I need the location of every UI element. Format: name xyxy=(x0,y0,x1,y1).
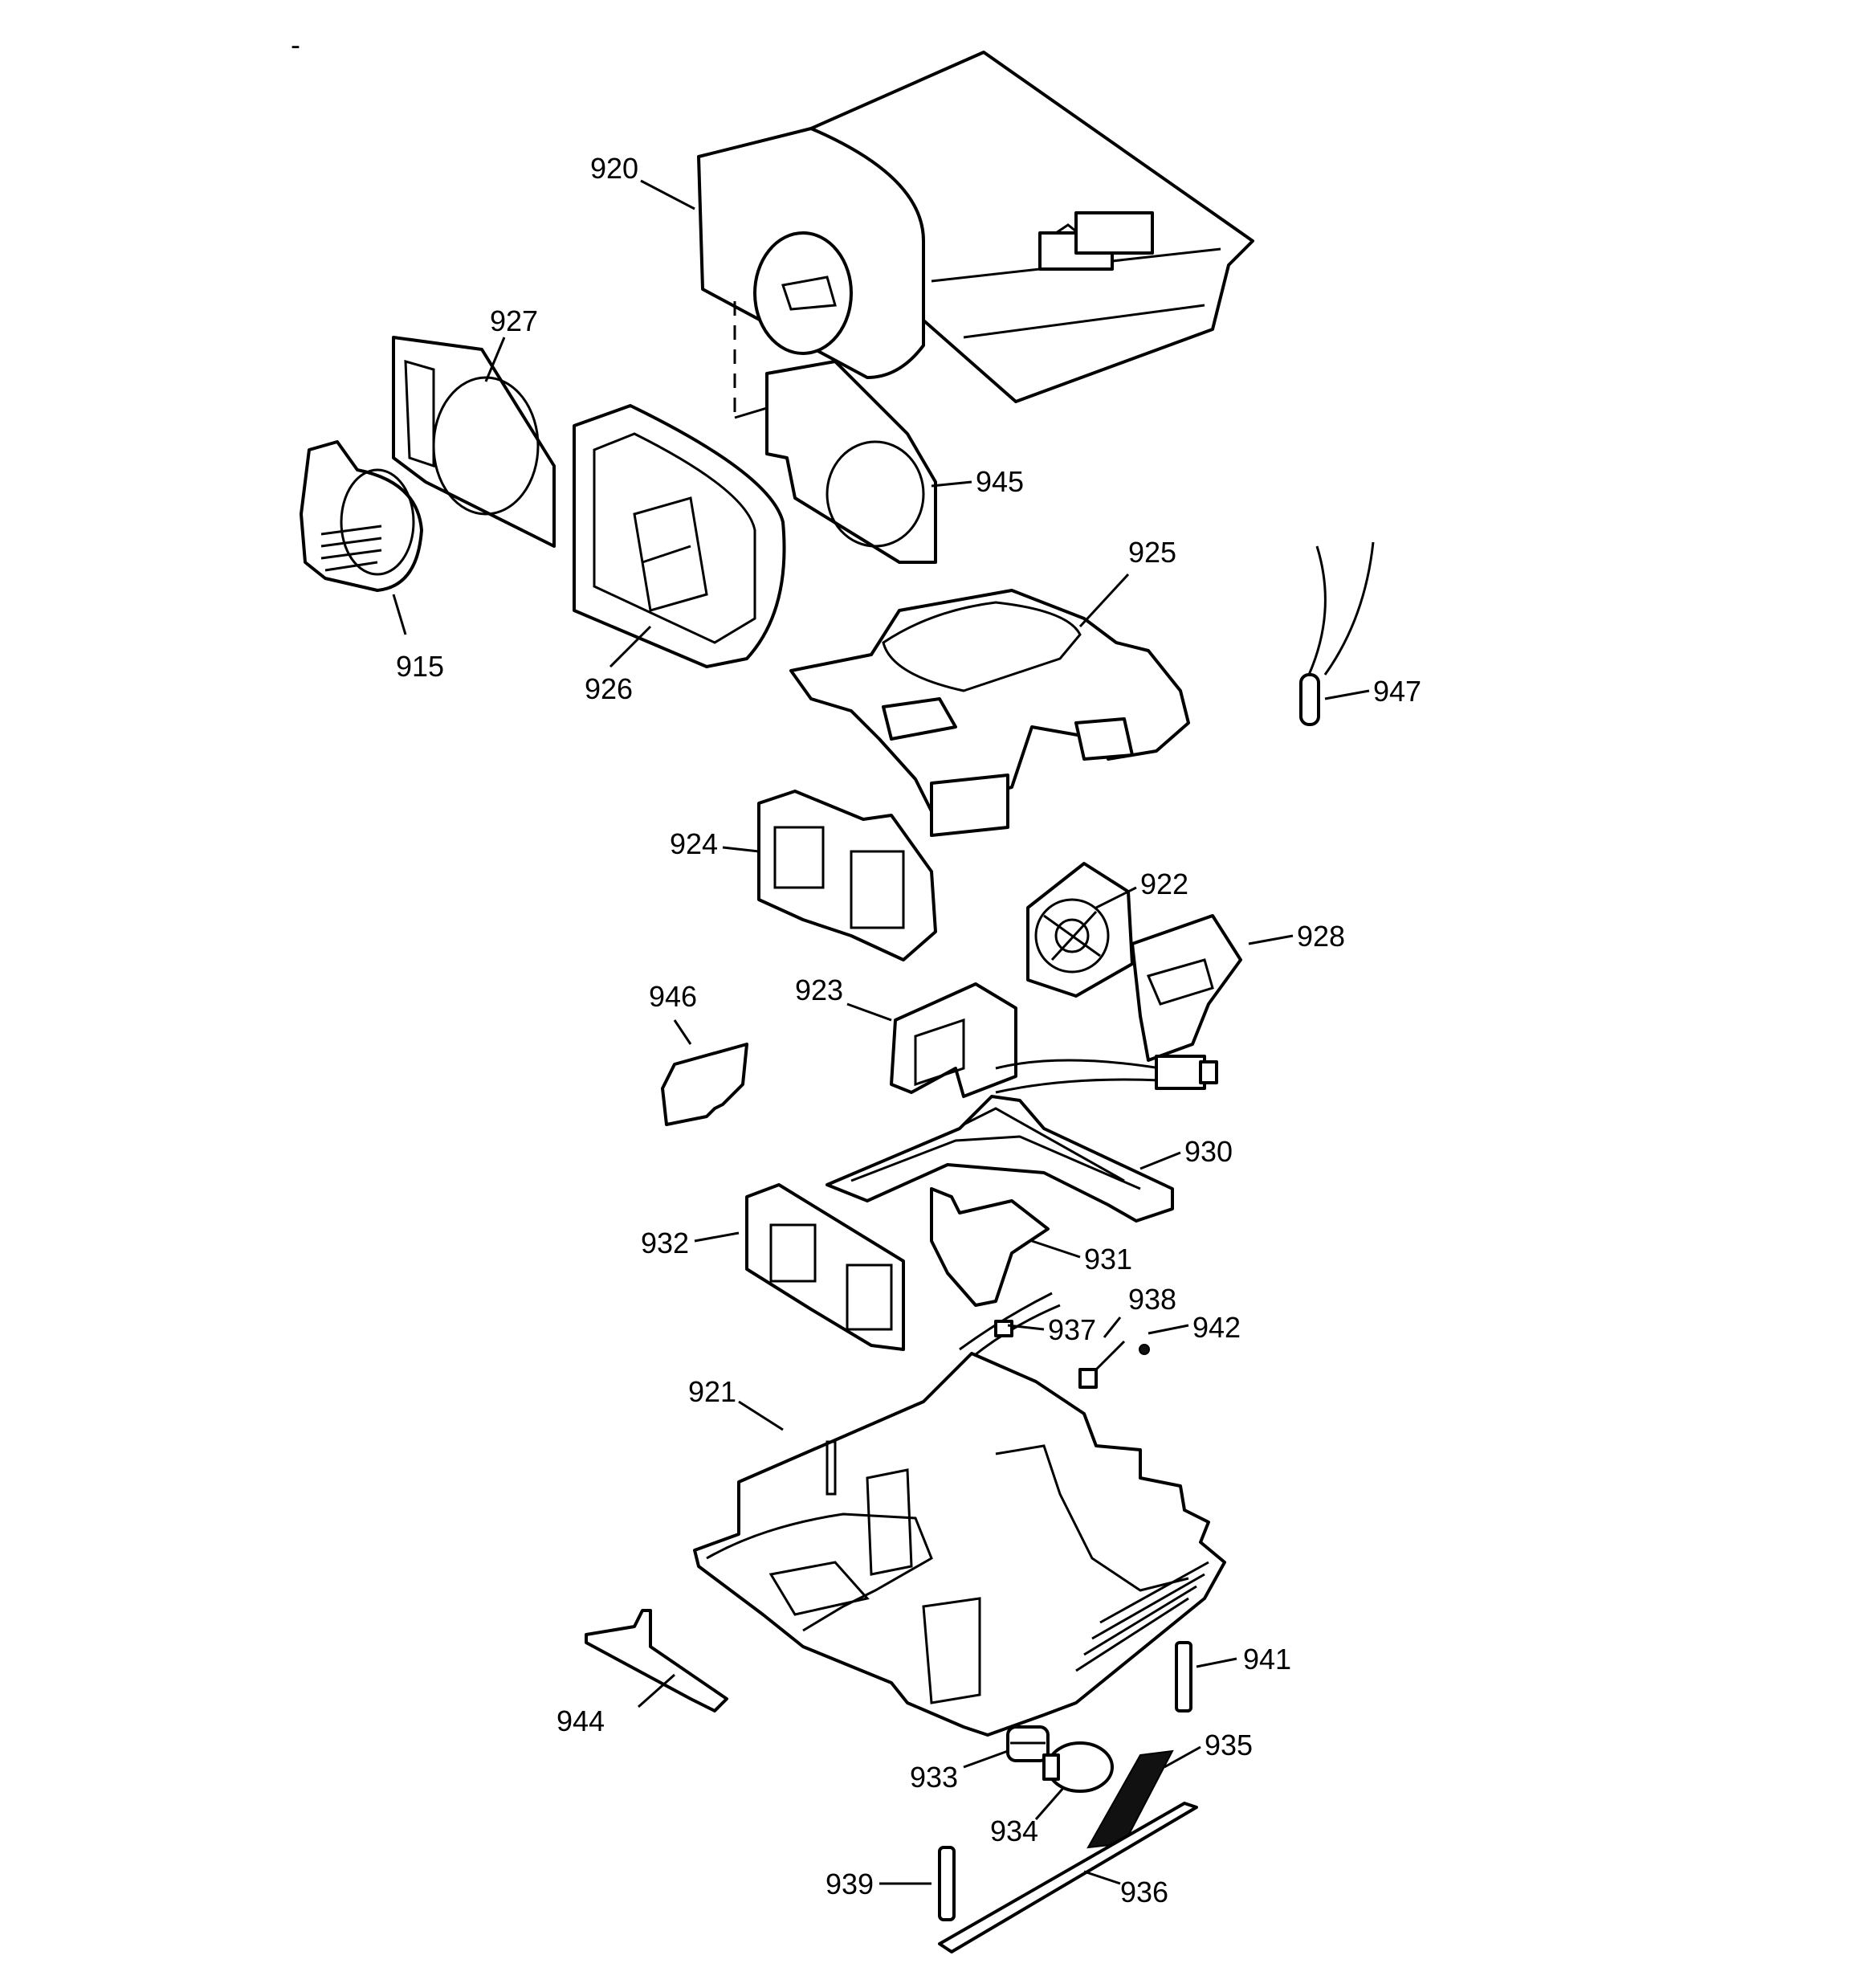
leader-947 xyxy=(1324,689,1370,700)
callout-945: 945 xyxy=(976,465,1024,498)
part-927-gasket xyxy=(392,336,556,548)
callout-935: 935 xyxy=(1205,1729,1253,1761)
leader-935 xyxy=(1164,1745,1201,1769)
part-932-frame xyxy=(745,1183,905,1351)
callout-923: 923 xyxy=(795,974,843,1006)
callout-922: 922 xyxy=(1140,867,1188,900)
callout-939: 939 xyxy=(826,1868,874,1900)
leader-926 xyxy=(609,625,652,668)
part-936-trim xyxy=(938,1802,1198,1953)
leader-922 xyxy=(1095,886,1137,909)
part-937-wire xyxy=(959,1292,1061,1359)
part-926-duct xyxy=(573,404,786,668)
callout-927: 927 xyxy=(490,304,538,337)
part-938-wire xyxy=(1078,1340,1126,1389)
leader-925 xyxy=(1078,573,1130,628)
part-920-housing xyxy=(697,51,1254,419)
part-934-bulb xyxy=(1042,1741,1114,1793)
leader-936 xyxy=(1083,1870,1121,1885)
callout-930: 930 xyxy=(1184,1135,1233,1168)
part-922-fan xyxy=(1026,862,1134,998)
callout-924: 924 xyxy=(670,827,718,860)
leader-945 xyxy=(931,480,972,488)
callout-932: 932 xyxy=(641,1227,689,1259)
part-925-cover xyxy=(789,589,1190,837)
leader-923 xyxy=(846,1002,892,1022)
leader-937 xyxy=(1007,1324,1045,1331)
callout-931: 931 xyxy=(1084,1243,1132,1276)
part-933-socket xyxy=(1006,1725,1050,1762)
part-931-bracket xyxy=(930,1187,1050,1307)
callout-941: 941 xyxy=(1243,1643,1291,1676)
part-921-housing xyxy=(693,1352,1226,1737)
part-923-control xyxy=(890,982,1218,1098)
leader-933 xyxy=(963,1749,1009,1769)
leader-942 xyxy=(1148,1324,1189,1335)
callout-938: 938 xyxy=(1128,1283,1176,1316)
leader-930 xyxy=(1139,1151,1181,1170)
callout-936: 936 xyxy=(1120,1876,1168,1908)
leader-934 xyxy=(1034,1786,1066,1820)
leader-915 xyxy=(392,594,407,635)
part-944-strip xyxy=(585,1609,728,1712)
part-928-damper xyxy=(1131,914,1242,1062)
leader-946 xyxy=(673,1019,692,1045)
part-915-grill xyxy=(300,440,423,592)
callout-921: 921 xyxy=(688,1375,736,1408)
leader-924 xyxy=(722,846,760,853)
callout-928: 928 xyxy=(1297,920,1345,953)
callout-920: 920 xyxy=(590,152,638,185)
leader-928 xyxy=(1248,934,1294,945)
leader-938 xyxy=(1103,1316,1122,1338)
callout-947: 947 xyxy=(1373,675,1421,708)
leader-941 xyxy=(1196,1657,1237,1668)
part-941-trim xyxy=(1175,1641,1192,1712)
leader-921 xyxy=(738,1400,784,1431)
leader-931 xyxy=(1031,1239,1081,1259)
part-947-probe xyxy=(1299,541,1375,726)
part-945-gasket xyxy=(765,360,937,564)
leader-927 xyxy=(484,337,506,382)
leader-932 xyxy=(694,1231,740,1243)
callout-925: 925 xyxy=(1128,536,1176,569)
part-924-vent-frame xyxy=(757,790,937,961)
callout-944: 944 xyxy=(556,1704,605,1737)
callout-926: 926 xyxy=(585,672,633,705)
callout-934: 934 xyxy=(990,1815,1038,1847)
callout-933: 933 xyxy=(910,1761,958,1794)
leader-944 xyxy=(638,1673,675,1708)
callout-915: 915 xyxy=(396,650,444,683)
callout-937: 937 xyxy=(1048,1313,1096,1346)
leader-920 xyxy=(640,179,695,210)
part-939-post xyxy=(938,1846,956,1921)
part-930-heater xyxy=(826,1095,1174,1223)
part-946-bracket xyxy=(661,1043,748,1126)
callout-942: 942 xyxy=(1192,1311,1241,1344)
callout-946: 946 xyxy=(649,980,697,1013)
stray-mark: - xyxy=(291,28,300,61)
part-942-washer xyxy=(1139,1344,1150,1355)
